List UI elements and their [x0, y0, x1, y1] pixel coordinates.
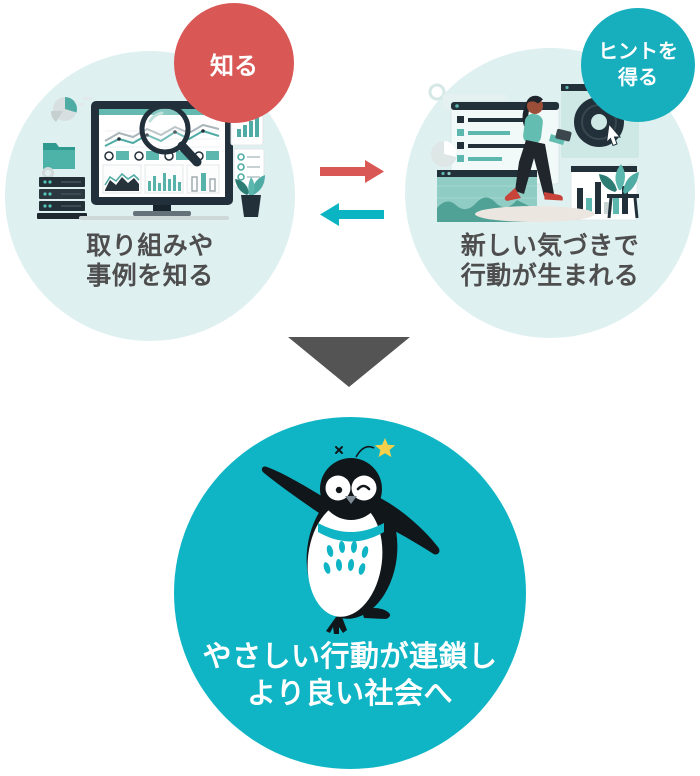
server-rack-icon	[37, 177, 87, 219]
penguin-collar	[318, 523, 384, 542]
walking-person-icon	[504, 95, 572, 201]
caption-line: 行動が生まれる	[460, 262, 640, 290]
gear-icon	[42, 167, 54, 179]
pie-chart-icon	[50, 96, 78, 122]
arrow-right-icon	[320, 160, 384, 183]
step-hint-caption: 新しい気づきで 行動が生まれる	[405, 231, 695, 291]
penguin-wink-eye	[356, 484, 371, 491]
exchange-arrows	[320, 160, 384, 226]
plant-icon	[599, 164, 639, 219]
analytics-dashboard-illustration	[37, 96, 265, 220]
caption-line: 取り組みや	[86, 232, 214, 260]
arrow-left-icon	[320, 203, 384, 226]
shoe-icon	[544, 192, 563, 201]
badge-hint: ヒントを 得る	[581, 8, 695, 122]
magnifier-icon	[139, 103, 202, 167]
gear-icon	[428, 83, 446, 101]
penguin-beak	[345, 496, 357, 504]
star-icon	[374, 438, 396, 458]
shoe-icon	[504, 188, 521, 201]
badge-know-label: 知る	[210, 52, 258, 80]
pie-chart-icon	[431, 141, 457, 167]
penguin-mascot-illustration	[261, 438, 440, 634]
plant-icon	[235, 175, 265, 217]
down-triangle-icon	[288, 337, 410, 387]
result-circle: やさしい行動が連鎖し より良い社会へ	[174, 417, 526, 769]
badge-hint-line: 得る	[618, 67, 658, 89]
bar-chart-window-icon	[570, 165, 638, 221]
caption-line: より良い社会へ	[247, 678, 453, 710]
step-know-caption: 取り組みや 事例を知る	[5, 231, 295, 291]
folder-icon	[43, 143, 75, 169]
caption-line: 新しい気づきで	[460, 232, 640, 260]
cursor-icon	[605, 122, 622, 147]
caption-line: やさしい行動が連鎖し	[202, 641, 498, 673]
caption-line: 事例を知る	[86, 262, 214, 290]
badge-know: 知る	[174, 3, 294, 123]
result-caption: やさしい行動が連鎖し より良い社会へ	[174, 639, 526, 713]
penguin-eye	[335, 486, 343, 494]
penguin-speckles	[323, 541, 369, 575]
badge-hint-line: ヒントを	[598, 41, 678, 63]
